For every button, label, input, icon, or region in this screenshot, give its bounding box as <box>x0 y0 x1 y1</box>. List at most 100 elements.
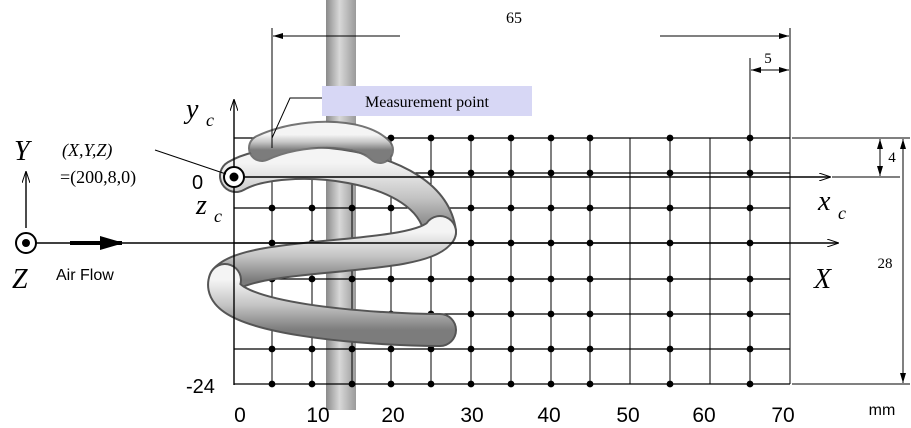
measurement-dot <box>746 169 754 177</box>
measurement-dot <box>547 275 555 283</box>
measurement-dot <box>666 275 674 283</box>
dim-28-label: 28 <box>878 256 893 272</box>
measurement-dot <box>427 345 435 353</box>
measurement-dot <box>666 380 674 388</box>
measurement-dot <box>348 204 356 212</box>
measurement-dot <box>666 345 674 353</box>
dim-65-label: 65 <box>506 10 522 27</box>
measurement-dot <box>586 204 594 212</box>
measurement-dot <box>586 345 594 353</box>
coord-value-label: =(200,8,0) <box>60 167 136 188</box>
measurement-dot <box>268 345 276 353</box>
measurement-dot <box>387 204 395 212</box>
measurement-dot <box>507 204 515 212</box>
x-tick-label: 0 <box>234 404 246 427</box>
global-z-symbol <box>15 232 37 254</box>
x-tick-label: 10 <box>306 404 329 427</box>
measurement-dot <box>547 345 555 353</box>
coord-leader <box>154 149 227 175</box>
measurement-dot <box>348 275 356 283</box>
x-tick-labels: 0 10 20 30 40 50 60 70 <box>234 404 795 427</box>
helical-coil <box>207 120 457 347</box>
y-tick-0: 0 <box>192 172 203 194</box>
svg-text:z: z <box>195 190 207 221</box>
measurement-dot <box>547 380 555 388</box>
measurement-dot <box>387 275 395 283</box>
local-z-label: z c <box>195 190 222 226</box>
global-z-label: Z <box>12 264 28 295</box>
measurement-dot <box>507 134 515 142</box>
measurement-dot <box>467 275 475 283</box>
measurement-dot <box>308 345 316 353</box>
local-z-symbol <box>223 166 245 188</box>
dim-4-label: 4 <box>888 150 896 166</box>
x-tick-label: 50 <box>616 404 639 427</box>
unit-label: mm <box>869 402 896 419</box>
measurement-dot <box>746 380 754 388</box>
y-tick-neg24: -24 <box>186 376 215 398</box>
measurement-dot <box>308 380 316 388</box>
dimension-5 <box>749 58 789 148</box>
x-tick-label: 60 <box>692 404 715 427</box>
measurement-dot <box>666 204 674 212</box>
measurement-dot <box>666 134 674 142</box>
measurement-dot <box>746 310 754 318</box>
measurement-dot <box>467 345 475 353</box>
x-tick-label: 40 <box>537 404 560 427</box>
measurement-dot <box>427 380 435 388</box>
measurement-dot <box>507 380 515 388</box>
svg-text:y: y <box>183 94 199 125</box>
x-tick-label: 70 <box>771 404 794 427</box>
x-tick-label: 30 <box>460 404 483 427</box>
measurement-dot <box>268 204 276 212</box>
svg-text:c: c <box>838 203 846 223</box>
dimension-65 <box>271 28 791 148</box>
measurement-dot <box>547 310 555 318</box>
measurement-dot <box>586 310 594 318</box>
x-tick-label: 20 <box>381 404 404 427</box>
measurement-dot <box>308 275 316 283</box>
measurement-point-leader <box>271 97 322 139</box>
air-flow-label: Air Flow <box>56 267 114 284</box>
local-y-label: y c <box>183 94 214 130</box>
dim-5-label: 5 <box>764 51 772 67</box>
svg-text:c: c <box>214 206 222 226</box>
measurement-dot <box>467 134 475 142</box>
measurement-dot <box>427 134 435 142</box>
measurement-dot <box>268 380 276 388</box>
measurement-dot <box>427 275 435 283</box>
measurement-dot <box>746 204 754 212</box>
measurement-dot <box>427 169 435 177</box>
measurement-dot <box>387 380 395 388</box>
measurement-dot <box>746 345 754 353</box>
measurement-dot <box>666 169 674 177</box>
measurement-dot <box>746 275 754 283</box>
dimension-4 <box>792 137 910 178</box>
dimension-28 <box>792 139 910 385</box>
measurement-dot <box>586 169 594 177</box>
measurement-dot <box>547 204 555 212</box>
measurement-dot <box>547 169 555 177</box>
local-x-label: x c <box>817 186 846 223</box>
measurement-dot <box>507 169 515 177</box>
measurement-dot <box>507 345 515 353</box>
measurement-dot <box>507 310 515 318</box>
global-x-label: X <box>813 264 832 295</box>
measurement-dot <box>666 310 674 318</box>
measurement-dot <box>348 345 356 353</box>
measurement-point-label: Measurement point <box>365 94 490 111</box>
measurement-dot <box>467 169 475 177</box>
measurement-point-label-box <box>322 86 532 116</box>
measurement-dot <box>467 204 475 212</box>
measurement-dot <box>348 380 356 388</box>
measurement-dot <box>586 134 594 142</box>
measurement-dot <box>586 275 594 283</box>
measurement-dot <box>586 380 594 388</box>
measurement-dot <box>467 310 475 318</box>
measurement-dot <box>308 204 316 212</box>
svg-text:x: x <box>817 186 831 217</box>
coord-triplet-label: (X,Y,Z) <box>62 140 112 161</box>
measurement-dot <box>387 345 395 353</box>
global-y-label: Y <box>14 136 33 167</box>
